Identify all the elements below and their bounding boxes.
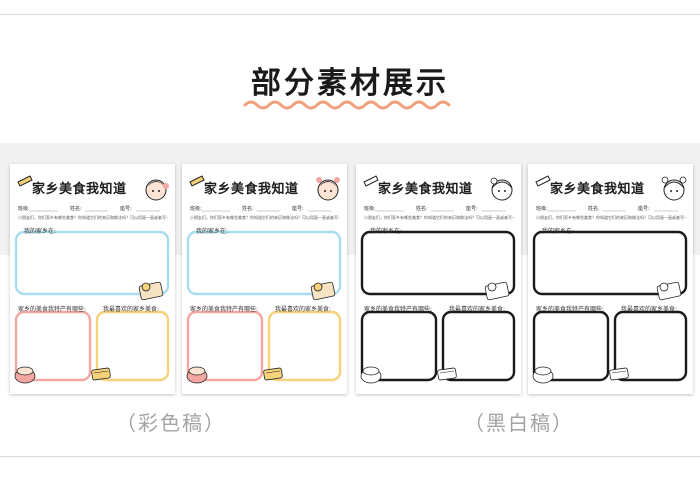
specialty-frame <box>360 310 438 382</box>
worksheet-title: 家乡美食我知道 <box>204 182 299 197</box>
section-heading: 部分素材展示 <box>0 48 700 118</box>
color-version-caption: （彩色稿） <box>116 411 226 435</box>
top-divider <box>0 14 700 15</box>
worksheet-artwork <box>360 175 516 384</box>
favorite-frame <box>95 310 170 382</box>
worksheet-artwork <box>14 175 170 384</box>
favorite-label: 我最喜欢的家乡美食: <box>275 306 332 313</box>
hometown-frame <box>360 230 516 296</box>
name-field-label: 姓名: <box>70 206 82 212</box>
number-field-label: 座号: <box>638 206 650 212</box>
girl-avatar-icon <box>490 177 513 201</box>
squiggle-underline-icon <box>243 100 451 110</box>
name-field-label: 姓名: <box>588 206 600 212</box>
food-basket-icon <box>532 366 554 384</box>
specialty-frame <box>532 310 610 382</box>
hometown-frame <box>532 230 688 296</box>
girl-avatar-icon <box>661 176 687 201</box>
favorite-label: 我最喜欢的家乡美食: <box>103 306 160 313</box>
hometown-frame <box>14 230 170 296</box>
worksheet-instruction: 小朋友们，你们家乡有哪些美食？你知道它们的来历和做法吗？可以用画一画或者写一写的… <box>18 215 168 220</box>
worksheet-instruction: 小朋友们，你们家乡有哪些美食？你知道它们的来历和做法吗？可以用画一画或者写一写的… <box>536 215 686 220</box>
worksheet-instruction: 小朋友们，你们家乡有哪些美食？你知道它们的来历和做法吗？可以用画一画或者写一写的… <box>190 215 340 220</box>
favorite-label: 我最喜欢的家乡美食: <box>449 306 506 313</box>
bw-version-caption: （黑白稿） <box>464 411 574 435</box>
worksheet-title: 家乡美食我知道 <box>550 182 645 197</box>
pencil-icon <box>363 175 379 187</box>
stationery-icon <box>656 281 682 301</box>
food-basket-icon <box>360 366 382 384</box>
worksheet-artwork <box>532 175 688 384</box>
worksheet-artwork <box>186 175 342 384</box>
worksheet-title: 家乡美食我知道 <box>32 182 127 197</box>
favorite-frame <box>441 310 516 382</box>
worksheet-instruction: 小朋友们，你们家乡有哪些美食？你知道它们的来历和做法吗？可以用画一画或者写一写的… <box>364 215 514 220</box>
class-field-label: 班级: <box>536 206 548 212</box>
hometown-label: 我的家乡在: <box>542 228 575 235</box>
girl-avatar-icon <box>145 179 169 201</box>
specialty-frame <box>14 310 92 382</box>
favorite-frame <box>267 310 342 382</box>
pencil-icon <box>17 175 33 187</box>
snack-box-icon <box>437 367 457 381</box>
girl-avatar-icon <box>316 177 340 201</box>
worksheet-preview-color-1: 家乡美食我知道 班级: 姓名: 座号: 小朋友们，你们家乡有哪些美食？你知道它们… <box>10 164 175 394</box>
class-field-label: 班级: <box>364 206 376 212</box>
name-field-label: 姓名: <box>416 206 428 212</box>
specialty-frame <box>186 310 264 382</box>
favorite-label: 我最喜欢的家乡美食: <box>621 306 678 313</box>
bottom-divider <box>0 456 700 457</box>
worksheet-preview-bw-2: 家乡美食我知道 班级: 姓名: 座号: 小朋友们，你们家乡有哪些美食？你知道它们… <box>528 164 693 394</box>
number-field-label: 座号: <box>466 206 478 212</box>
worksheet-preview-color-2: 家乡美食我知道 班级: 姓名: 座号: 小朋友们，你们家乡有哪些美食？你知道它们… <box>182 164 347 394</box>
stationery-icon <box>310 281 336 301</box>
specialty-label: 家乡的美食我特产有哪些: <box>364 306 433 313</box>
pencil-icon <box>189 175 205 187</box>
stationery-icon <box>484 281 510 301</box>
specialty-label: 家乡的美食我特产有哪些: <box>18 306 87 313</box>
pencil-icon <box>535 175 551 187</box>
snack-box-icon <box>609 367 629 381</box>
class-field-label: 班级: <box>190 206 202 212</box>
hometown-frame <box>186 230 342 296</box>
worksheet-preview-bw-1: 家乡美食我知道 班级: 姓名: 座号: 小朋友们，你们家乡有哪些美食？你知道它们… <box>356 164 521 394</box>
number-field-label: 座号: <box>120 206 132 212</box>
hometown-label: 我的家乡在: <box>370 228 403 235</box>
hometown-label: 我的家乡在: <box>196 228 229 235</box>
snack-box-icon <box>91 367 111 381</box>
class-field-label: 班级: <box>18 206 30 212</box>
specialty-label: 家乡的美食我特产有哪些: <box>190 306 259 313</box>
food-basket-icon <box>186 366 208 384</box>
snack-box-icon <box>263 367 283 381</box>
hometown-label: 我的家乡在: <box>24 228 57 235</box>
favorite-frame <box>613 310 688 382</box>
name-field-label: 姓名: <box>242 206 254 212</box>
worksheet-title: 家乡美食我知道 <box>378 182 473 197</box>
number-field-label: 座号: <box>292 206 304 212</box>
food-basket-icon <box>14 366 36 384</box>
specialty-label: 家乡的美食我特产有哪些: <box>536 306 605 313</box>
heading-title: 部分素材展示 <box>251 66 449 101</box>
stationery-icon <box>138 281 164 301</box>
